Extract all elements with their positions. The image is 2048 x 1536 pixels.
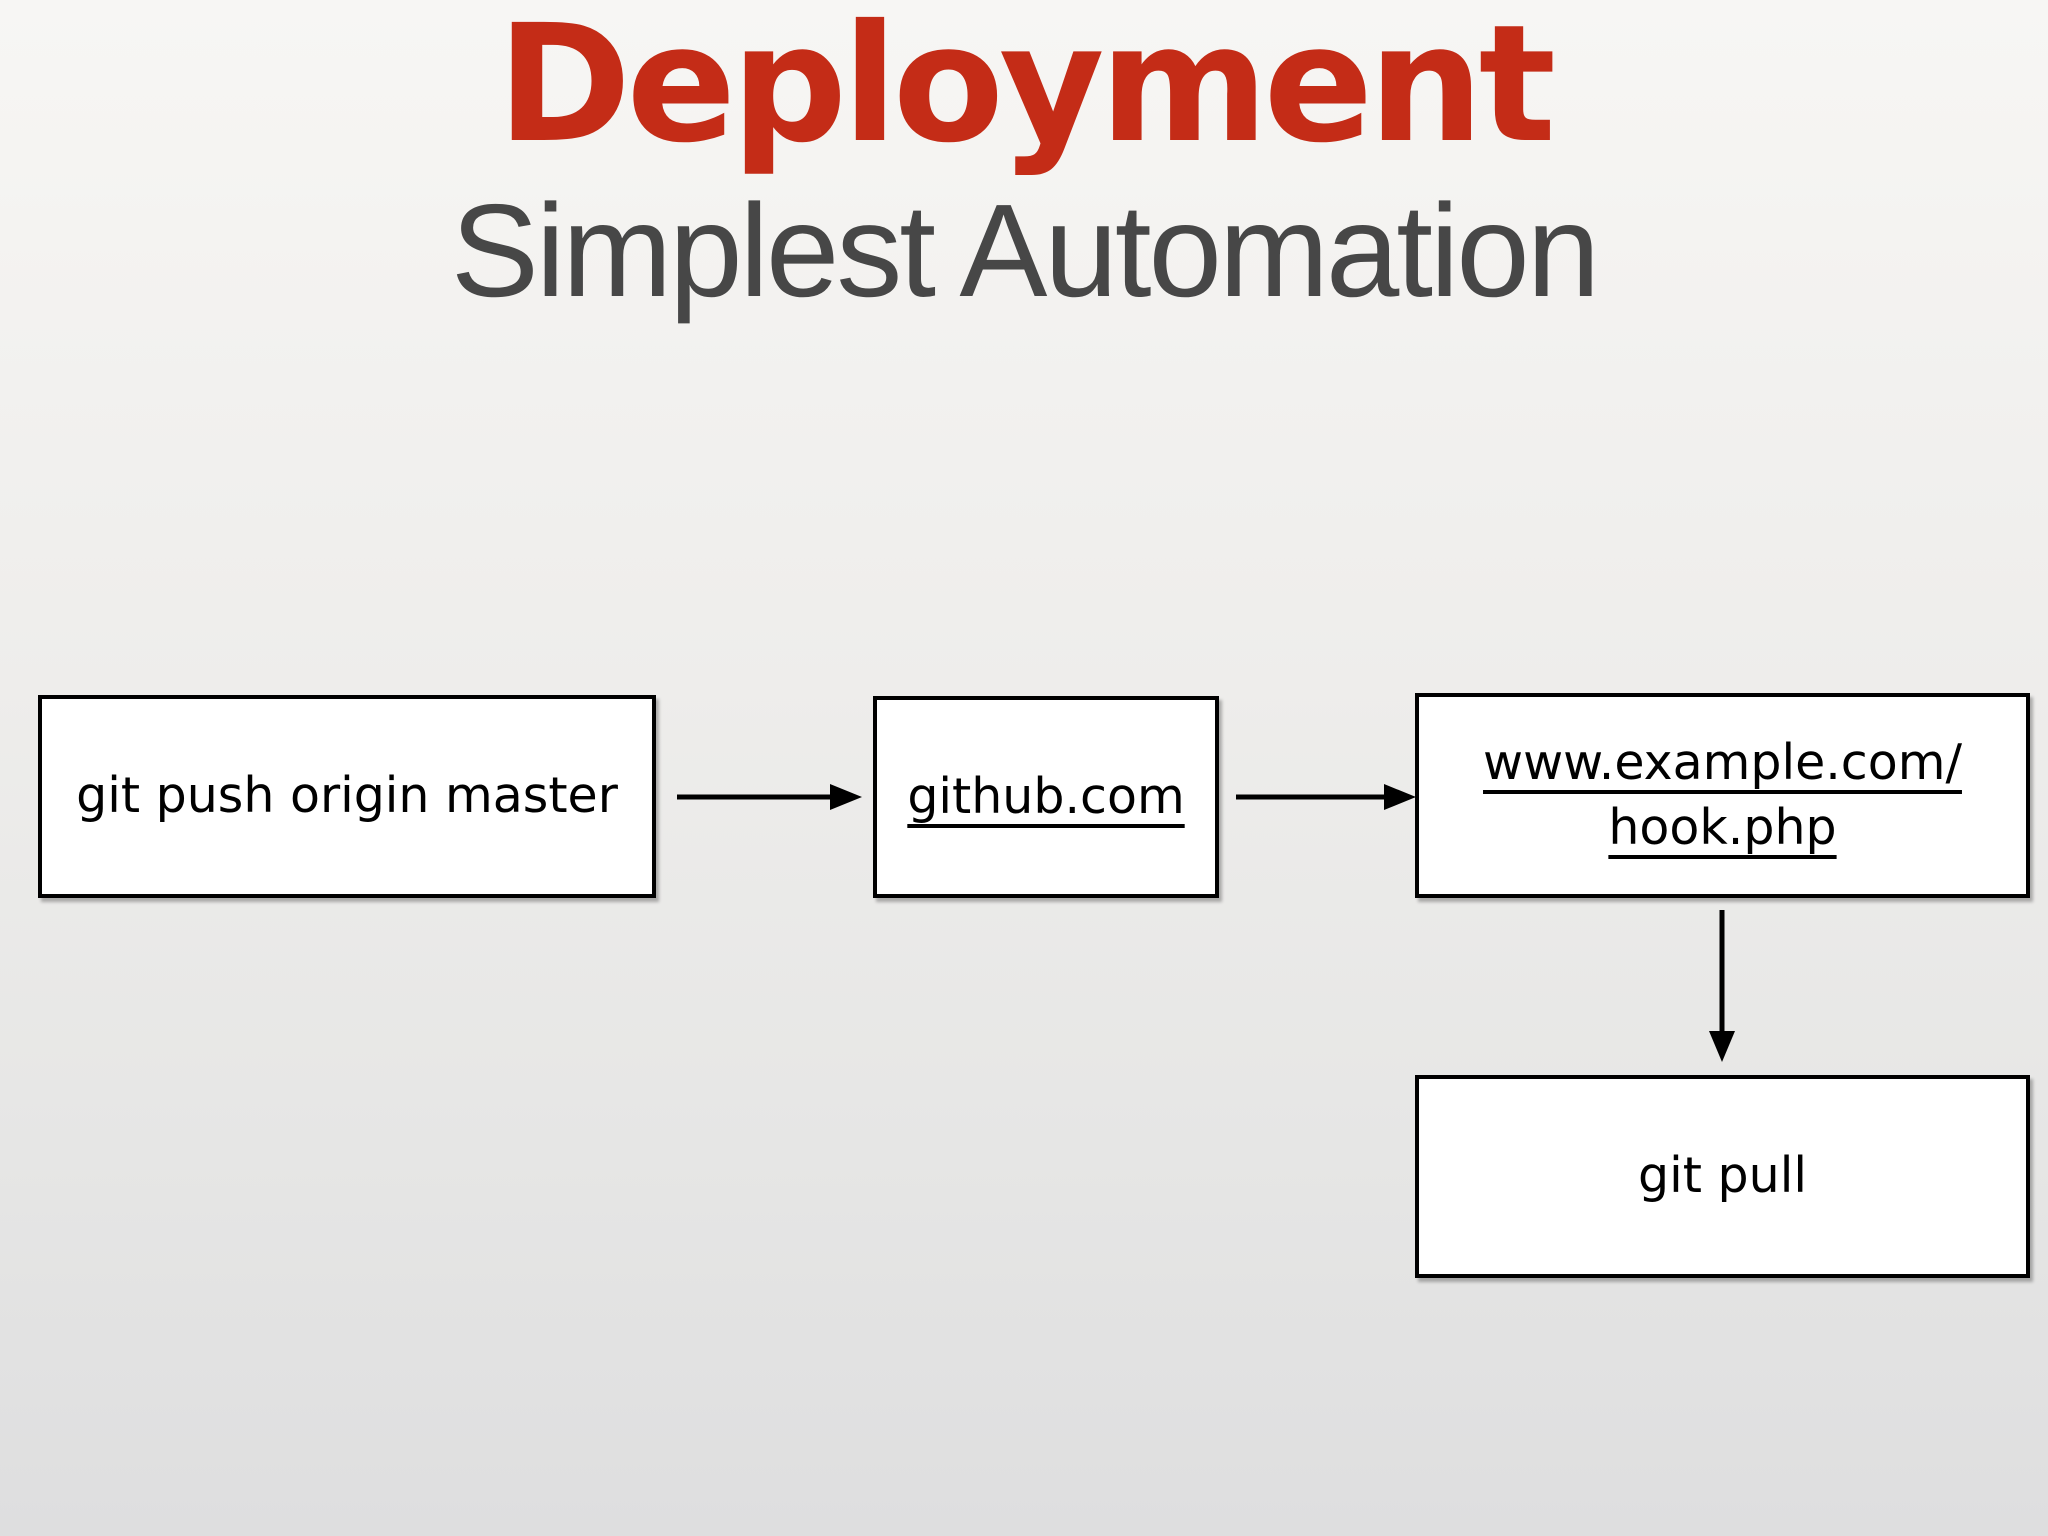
node-github-label: github.com — [907, 767, 1185, 825]
node-git-push: git push origin master — [38, 695, 656, 898]
node-github: github.com — [873, 696, 1219, 898]
node-git-pull: git pull — [1415, 1075, 2030, 1278]
node-webhook-label-line1: www.example.com/ — [1483, 733, 1962, 791]
arrow-right-icon — [677, 784, 862, 810]
arrow-right-icon — [1236, 784, 1416, 810]
node-git-push-label: git push origin master — [76, 767, 618, 825]
node-webhook: www.example.com/ hook.php — [1415, 693, 2030, 898]
slide-subtitle: Simplest Automation — [450, 177, 1600, 324]
node-git-pull-label: git pull — [1638, 1147, 1807, 1205]
node-webhook-label: www.example.com/ hook.php — [1483, 731, 1962, 860]
arrow-down-icon — [1709, 910, 1735, 1062]
slide-title: Deployment — [496, 0, 1556, 179]
node-webhook-label-line2: hook.php — [1608, 798, 1837, 856]
